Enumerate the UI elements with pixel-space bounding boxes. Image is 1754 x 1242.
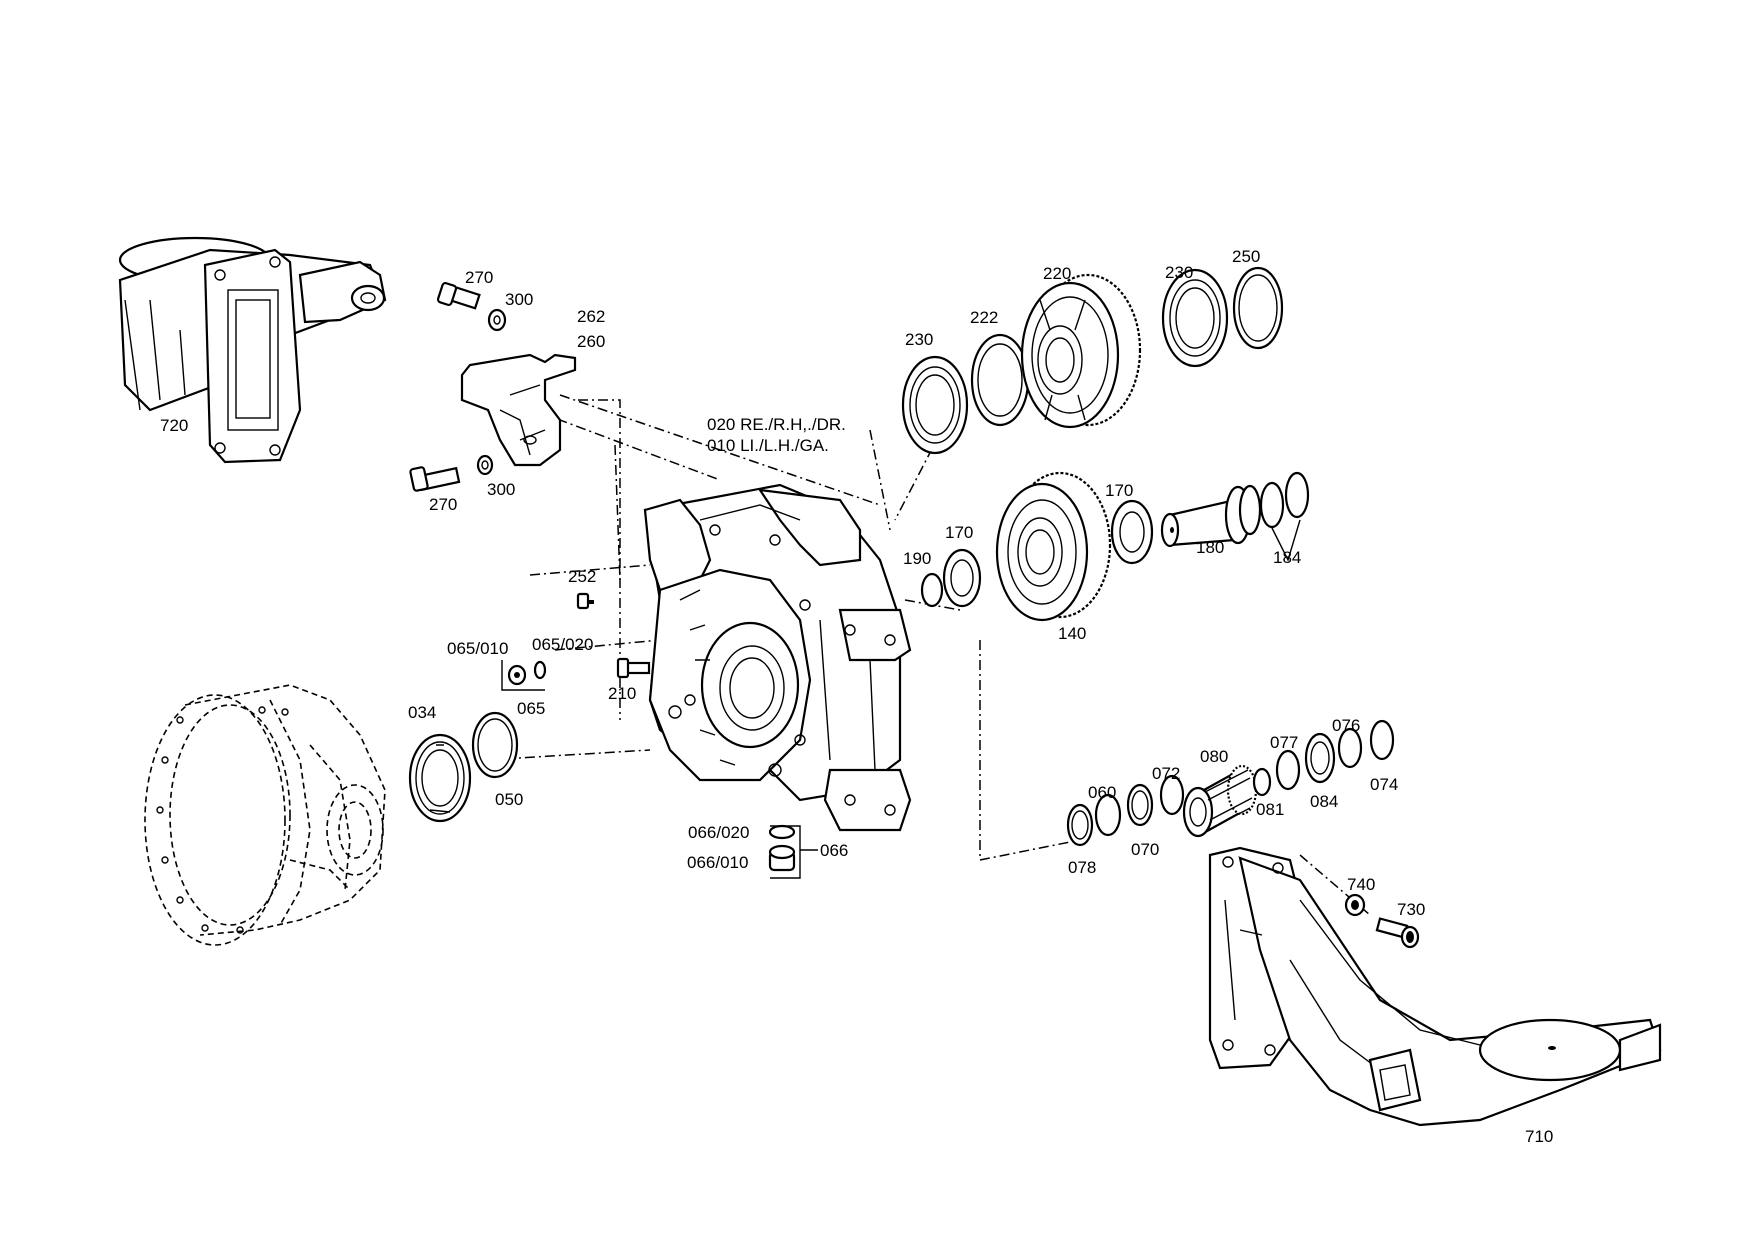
bearing-230-left xyxy=(901,355,969,455)
gear-140 xyxy=(995,471,1112,622)
label-260: 260 xyxy=(577,332,605,351)
label-740: 740 xyxy=(1347,875,1375,894)
label-060: 060 xyxy=(1088,783,1116,802)
label-076: 076 xyxy=(1332,716,1360,735)
side-notes: 020 RE./R.H,./DR. 010 LI./L.H./GA. xyxy=(707,415,846,455)
bearing-230-right xyxy=(1161,268,1229,368)
label-270-lower: 270 xyxy=(429,495,457,514)
label-080: 080 xyxy=(1200,747,1228,766)
label-066-010: 066/010 xyxy=(687,853,748,872)
support-260 xyxy=(460,353,577,467)
label-250: 250 xyxy=(1232,247,1260,266)
ring-077 xyxy=(1275,749,1301,791)
washer-300-upper xyxy=(487,308,507,332)
label-065-020: 065/020 xyxy=(532,635,593,654)
label-066: 066 xyxy=(820,841,848,860)
label-065-010: 065/010 xyxy=(447,639,508,658)
label-220: 220 xyxy=(1043,264,1071,283)
label-270-upper: 270 xyxy=(465,268,493,287)
label-084: 084 xyxy=(1310,792,1338,811)
label-180: 180 xyxy=(1196,538,1224,557)
label-230-right: 230 xyxy=(1165,263,1193,282)
assembly-lines xyxy=(484,394,1371,916)
label-184: 184 xyxy=(1273,548,1301,567)
label-066-020: 066/020 xyxy=(688,823,749,842)
label-050: 050 xyxy=(495,790,523,809)
label-720: 720 xyxy=(160,416,188,435)
ring-074 xyxy=(1369,719,1395,761)
label-077: 077 xyxy=(1270,733,1298,752)
note-left-hand: 010 LI./L.H./GA. xyxy=(707,436,829,455)
bolt-270-upper xyxy=(436,282,481,310)
bearing-084 xyxy=(1304,732,1336,784)
ring-078 xyxy=(1066,803,1094,847)
callout-labels: 720 270 300 262 260 270 300 252 065/010 … xyxy=(160,247,1553,1146)
label-210: 210 xyxy=(608,684,636,703)
washer-300-lower xyxy=(476,454,494,476)
ring-190 xyxy=(920,572,944,608)
note-right-hand: 020 RE./R.H,./DR. xyxy=(707,415,846,434)
bracket-720 xyxy=(118,236,387,464)
ring-076 xyxy=(1337,727,1363,769)
washer-740 xyxy=(1344,893,1366,917)
label-222: 222 xyxy=(970,308,998,327)
label-081: 081 xyxy=(1256,800,1284,819)
beam-710 xyxy=(1208,846,1662,1127)
label-170-left: 170 xyxy=(945,523,973,542)
bolt-270-lower xyxy=(409,466,461,492)
plug-set-066 xyxy=(768,824,818,879)
gear-220 xyxy=(1020,273,1142,429)
label-730: 730 xyxy=(1397,900,1425,919)
plug-252 xyxy=(576,592,594,610)
ring-050 xyxy=(471,711,519,779)
ring-081 xyxy=(1252,767,1272,797)
rings-184 xyxy=(1259,471,1310,562)
label-262: 262 xyxy=(577,307,605,326)
label-252: 252 xyxy=(568,567,596,586)
label-230-left: 230 xyxy=(905,330,933,349)
ghost-housing-reference xyxy=(144,684,386,946)
splined-hub-080 xyxy=(1182,764,1258,838)
shaft-180 xyxy=(1160,484,1262,548)
bearing-034 xyxy=(408,733,472,823)
ring-072 xyxy=(1159,774,1185,816)
ring-250 xyxy=(1232,266,1284,350)
ring-060 xyxy=(1094,793,1122,837)
center-housing xyxy=(643,483,912,832)
label-034: 034 xyxy=(408,703,436,722)
bearing-170-left xyxy=(942,548,982,608)
bolt-210 xyxy=(616,657,651,679)
label-070: 070 xyxy=(1131,840,1159,859)
label-072: 072 xyxy=(1152,764,1180,783)
ring-222 xyxy=(970,333,1030,427)
ring-070 xyxy=(1126,783,1154,827)
label-190: 190 xyxy=(903,549,931,568)
bearing-170-right xyxy=(1110,499,1154,565)
label-140: 140 xyxy=(1058,624,1086,643)
plug-set-065 xyxy=(501,660,547,691)
label-074: 074 xyxy=(1370,775,1398,794)
label-300-lower: 300 xyxy=(487,480,515,499)
label-065: 065 xyxy=(517,699,545,718)
label-300-upper: 300 xyxy=(505,290,533,309)
label-078: 078 xyxy=(1068,858,1096,877)
label-170-right: 170 xyxy=(1105,481,1133,500)
bolt-730 xyxy=(1375,917,1420,949)
label-710: 710 xyxy=(1525,1127,1553,1146)
